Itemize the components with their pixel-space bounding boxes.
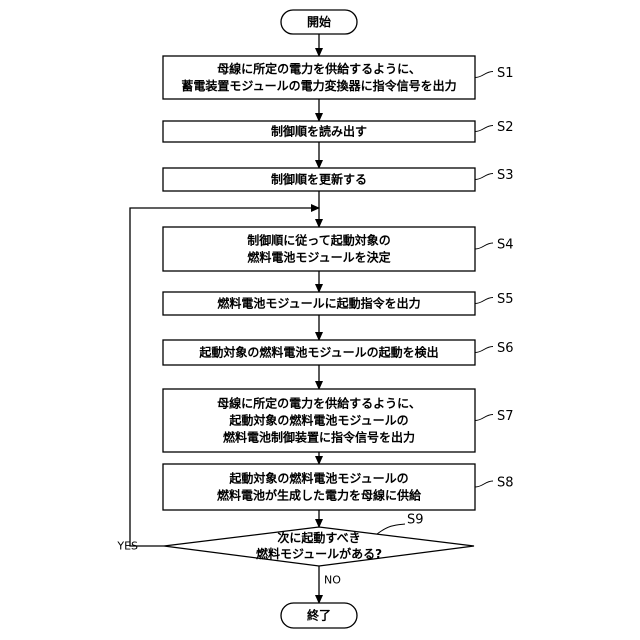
step-leader-s1 bbox=[475, 72, 493, 78]
decision-text: 燃料モジュールがある? bbox=[256, 546, 382, 561]
process-text-s6: 起動対象の燃料電池モジュールの起動を検出 bbox=[198, 345, 438, 360]
process-text-s8: 燃料電池が生成した電力を母線に供給 bbox=[217, 488, 422, 503]
step-label-s8: S8 bbox=[497, 476, 514, 491]
process-text-s1: 蓄電装置モジュールの電力変換器に指令信号を出力 bbox=[181, 78, 456, 93]
process-text-s1: 母線に所定の電力を供給するように、 bbox=[217, 61, 421, 76]
step-label-s2: S2 bbox=[497, 120, 514, 135]
step-label-s1: S1 bbox=[497, 66, 514, 81]
end-label: 終了 bbox=[307, 608, 331, 623]
process-text-s7: 起動対象の燃料電池モジュールの bbox=[228, 413, 408, 428]
process-text-s5: 燃料電池モジュールに起動指令を出力 bbox=[217, 296, 420, 311]
yes-label: YES bbox=[116, 540, 138, 553]
step-label-s3: S3 bbox=[497, 168, 514, 183]
step-leader-s3 bbox=[475, 174, 493, 180]
process-text-s2: 制御順を読み出す bbox=[271, 124, 367, 139]
step-leader-s9 bbox=[377, 524, 405, 534]
process-text-s4: 制御順に従って起動対象の bbox=[247, 233, 390, 248]
process-text-s7: 母線に所定の電力を供給するように、 bbox=[217, 396, 421, 411]
decision-text: 次に起動すべき bbox=[277, 530, 360, 545]
process-text-s3: 制御順を更新する bbox=[271, 172, 367, 187]
step-leader-s7 bbox=[475, 415, 493, 421]
process-text-s4: 燃料電池モジュールを決定 bbox=[247, 250, 390, 265]
step-label-s6: S6 bbox=[497, 341, 514, 356]
step-leader-s2 bbox=[475, 126, 493, 132]
step-label-s9: S9 bbox=[407, 513, 424, 528]
step-leader-s6 bbox=[475, 347, 493, 353]
process-text-s7: 燃料電池制御装置に指令信号を出力 bbox=[223, 430, 415, 445]
step-leader-s4 bbox=[475, 243, 493, 249]
step-leader-s8 bbox=[475, 481, 493, 487]
step-label-s7: S7 bbox=[497, 409, 514, 424]
no-label: NO bbox=[324, 574, 341, 587]
step-label-s4: S4 bbox=[497, 238, 514, 253]
step-label-s5: S5 bbox=[497, 292, 514, 307]
process-text-s8: 起動対象の燃料電池モジュールの bbox=[228, 471, 408, 486]
start-label: 開始 bbox=[307, 14, 331, 29]
step-leader-s5 bbox=[475, 298, 493, 304]
